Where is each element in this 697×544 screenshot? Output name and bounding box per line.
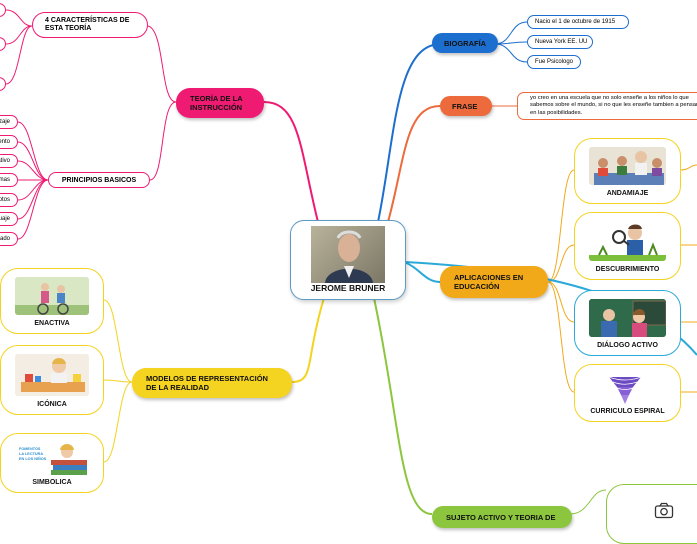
aplicaciones-node[interactable]: APLICACIONES EN EDUCACIÓN: [440, 266, 548, 298]
descubrimiento-image: [589, 221, 666, 261]
biografia-node[interactable]: BIOGRAFÍA: [432, 33, 498, 53]
enactiva-image: [15, 277, 89, 315]
simbolica-image: FOMENTOS LA LECTURA EN LOS NIÑOS: [15, 442, 89, 476]
principio-item[interactable]: izaje: [0, 115, 18, 129]
modelos-label: MODELOS DE REPRESENTACIÓN DE LA REALIDAD: [146, 374, 268, 392]
card-iconica[interactable]: ICÓNICA: [0, 345, 104, 415]
andamiaje-image: [589, 147, 666, 185]
connector-lines: [5, 9, 697, 515]
curriculo-espiral-image: [589, 373, 666, 405]
principio-item[interactable]: ativo: [0, 154, 18, 168]
sujeto-label: SUJETO ACTIVO Y TEORIA DE: [446, 512, 556, 522]
card-descubrimiento[interactable]: DESCUBRIMIENTO: [574, 212, 681, 280]
frase-node[interactable]: FRASE: [440, 96, 492, 116]
principio-item[interactable]: uaje: [0, 212, 18, 226]
biografia-label: BIOGRAFÍA: [444, 38, 487, 48]
bruner-portrait: [311, 226, 385, 283]
camera-icon: [654, 502, 674, 524]
central-title: JEROME BRUNER: [310, 283, 386, 293]
iconica-image: [15, 354, 89, 396]
card-enactiva[interactable]: ENACTIVA: [0, 268, 104, 334]
modelos-node[interactable]: MODELOS DE REPRESENTACIÓN DE LA REALIDAD: [132, 368, 292, 398]
principio-item[interactable]: ptos: [0, 193, 18, 207]
biografia-item-city[interactable]: Nueva York EE. UU: [527, 35, 593, 49]
biografia-item-birth[interactable]: Nacio el 1 de octubre de 1915: [527, 15, 629, 29]
principios-node[interactable]: PRINCIPIOS BASICOS: [48, 172, 150, 188]
aplicaciones-label: APLICACIONES EN EDUCACIÓN: [454, 273, 524, 291]
frase-quote[interactable]: yo creo en una escuela que no solo enseñ…: [517, 92, 697, 120]
teoria-node[interactable]: TEORÍA DE LA INSTRUCCIÓN: [176, 88, 264, 118]
card-andamiaje[interactable]: ANDAMIAJE: [574, 138, 681, 204]
frase-label: FRASE: [452, 101, 478, 111]
card-dialogo-activo[interactable]: DIÁLOGO ACTIVO: [574, 290, 681, 356]
biografia-item-profession[interactable]: Fue Psicologo: [527, 55, 581, 69]
teoria-label: TEORÍA DE LA INSTRUCCIÓN: [190, 94, 243, 112]
dialogo-activo-image: [589, 299, 666, 337]
central-node[interactable]: JEROME BRUNER: [290, 220, 406, 300]
card-curriculo-espiral[interactable]: CURRICULO ESPIRAL: [574, 364, 681, 422]
caracteristicas-node[interactable]: 4 CARACTERÍSTICAS DE ESTA TEORÍA: [32, 12, 148, 38]
sujeto-node[interactable]: SUJETO ACTIVO Y TEORIA DE: [432, 506, 572, 528]
principio-item[interactable]: cado: [0, 232, 18, 246]
card-simbolica[interactable]: FOMENTOS LA LECTURA EN LOS NIÑOS SIMBOLI…: [0, 433, 104, 493]
principio-item[interactable]: mas: [0, 173, 18, 187]
card-sujeto-image[interactable]: [606, 484, 697, 544]
